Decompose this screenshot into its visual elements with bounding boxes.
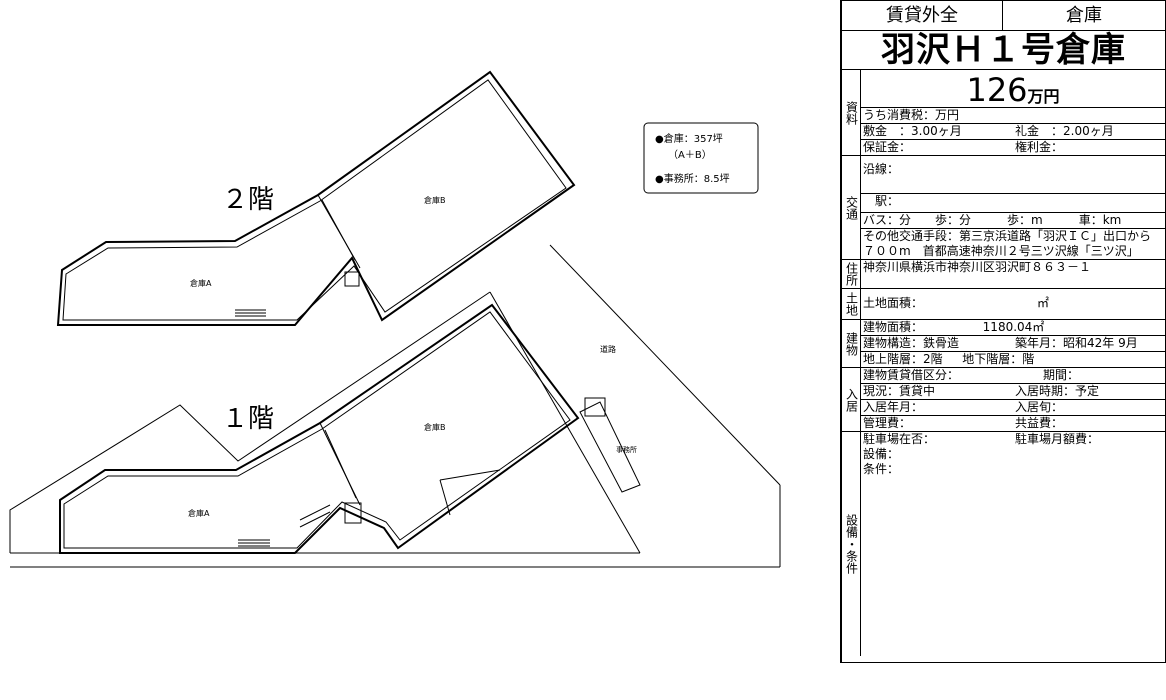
hoshokin: 保証金： — [863, 140, 912, 154]
floors-below: 地下階層：階 — [962, 352, 1035, 366]
property-name: 羽沢Ｈ１号倉庫 — [842, 31, 1165, 70]
price-amount: 126 — [966, 71, 1028, 108]
traffic-section: 交通 沿線： 駅： バス：分 歩：分 歩：m 車：km その他交通手段：第三京浜… — [842, 156, 1165, 260]
status-row: 現況：賃貸中 入居時期：予定 — [861, 384, 1165, 400]
price-row: 126 万円 — [861, 70, 1165, 108]
land-section-label: 土地 — [842, 289, 861, 319]
lease-row: 建物賃貸借区分： 期間： — [861, 368, 1165, 384]
structure: 建物構造：鉄骨造 — [863, 336, 960, 350]
price-section-label: 資料 — [842, 70, 861, 155]
bus-row: バス：分 歩：分 歩：m 車：km — [861, 213, 1165, 229]
parking-row: 駐車場在否： 駐車場月額費： — [863, 432, 1163, 447]
station-row: 駅： — [861, 194, 1165, 213]
legend-office: ●事務所：8.5坪 — [655, 172, 730, 185]
tax-row: うち消費税：万円 — [861, 108, 1165, 124]
common-fee: 共益費： — [1015, 416, 1064, 430]
lease-period: 期間： — [1043, 368, 1080, 382]
reikin: 礼金 ：2.00ヶ月 — [1015, 124, 1114, 138]
equipment: 設備： — [863, 447, 900, 461]
line-row: 沿線： — [861, 156, 1165, 194]
warehouse-a-1f: 倉庫A — [188, 508, 210, 518]
floor2-label: ２階 — [222, 185, 274, 215]
conditions: 条件： — [863, 462, 900, 476]
management-fee: 管理費： — [863, 416, 912, 430]
floor2-outline — [56, 70, 576, 326]
land-area: 土地面積： ㎡ — [863, 296, 1050, 310]
sheet-header: 賃貸外全 倉庫 — [842, 0, 1165, 31]
move-in-timing: 入居時期：予定 — [1015, 384, 1100, 398]
traffic-section-label: 交通 — [842, 156, 861, 259]
facilities-section-label: 設備・条件 — [842, 432, 861, 656]
floor1-label: １階 — [222, 404, 274, 434]
legend-warehouse: ●倉庫：357坪 — [655, 132, 723, 145]
building-area-label: 建物面積： — [863, 320, 924, 334]
legend-box — [643, 122, 759, 194]
other-transport-1: その他交通手段：第三京浜道路「羽沢ＩＣ」出口から — [863, 229, 1152, 243]
parking-fee: 駐車場月額費： — [1015, 432, 1100, 446]
warehouse-b-2f: 倉庫B — [424, 195, 446, 205]
address-value: 神奈川県横浜市神奈川区羽沢町８６３－１ — [863, 260, 1092, 274]
property-sheet: 賃貸外全 倉庫 羽沢Ｈ１号倉庫 資料 126 万円 うち消費税：万円 敷金 ：3… — [840, 0, 1166, 663]
land-section: 土地 土地面積： ㎡ — [842, 289, 1165, 320]
other-transport-2: ７００m 首都高速神奈川２号三ツ沢線「三ツ沢」 — [863, 244, 1139, 258]
built-date: 築年月：昭和42年 9月 — [1015, 336, 1138, 350]
price-unit: 万円 — [1027, 87, 1060, 106]
move-in-date-row: 入居年月： 入居旬： — [861, 400, 1165, 416]
address-section-label: 住所 — [842, 260, 861, 288]
move-in-section: 入居 建物賃貸借区分： 期間： 現況：賃貸中 入居時期：予定 入居年月： 入居旬… — [842, 368, 1165, 432]
type-label: 賃貸外全 — [842, 1, 1003, 30]
road-label: 道路 — [600, 344, 616, 354]
facilities-section: 設備・条件 駐車場在否： 駐車場月額費： 設備： 条件： — [842, 432, 1165, 656]
warehouse-b-1f: 倉庫B — [424, 422, 446, 432]
floors-row: 地上階層：2階 地下階層：階 — [861, 352, 1165, 367]
price-section: 資料 126 万円 うち消費税：万円 敷金 ：3.00ヶ月 礼金 ：2.00ヶ月… — [842, 70, 1165, 156]
shikikin: 敷金 ：3.00ヶ月 — [863, 124, 962, 138]
structure-row: 建物構造：鉄骨造 築年月：昭和42年 9月 — [861, 336, 1165, 352]
building-section: 建物 建物面積： 1180.04㎡ 建物構造：鉄骨造 築年月：昭和42年 9月 … — [842, 320, 1165, 368]
move-in-day: 入居旬： — [1015, 400, 1064, 414]
parking: 駐車場在否： — [863, 432, 936, 446]
warehouse-a-2f: 倉庫A — [190, 278, 212, 288]
move-in-year-month: 入居年月： — [863, 400, 924, 414]
kenrikin: 権利金： — [1015, 140, 1064, 154]
site-boundary — [9, 244, 781, 568]
category-label: 倉庫 — [1066, 5, 1102, 26]
floor-plan-drawing: ２階 １階 倉庫A 倉庫B 倉庫A 倉庫B 道路 事務所 ●倉庫：357坪 （A… — [9, 70, 781, 568]
building-area-value: 1180.04㎡ — [982, 320, 1045, 334]
building-section-label: 建物 — [842, 320, 861, 367]
deposit-row: 敷金 ：3.00ヶ月 礼金 ：2.00ヶ月 — [861, 124, 1165, 140]
lease-type: 建物賃貸借区分： — [863, 368, 960, 382]
guarantee-row: 保証金： 権利金： — [861, 140, 1165, 155]
floors-above: 地上階層：2階 — [863, 352, 943, 366]
office-label: 事務所 — [616, 445, 637, 454]
floor1-outline — [59, 303, 641, 554]
building-area-row: 建物面積： 1180.04㎡ — [861, 320, 1165, 336]
fees-row: 管理費： 共益費： — [861, 416, 1165, 431]
move-in-section-label: 入居 — [842, 368, 861, 431]
address-section: 住所 神奈川県横浜市神奈川区羽沢町８６３－１ — [842, 260, 1165, 289]
current-status: 現況：賃貸中 — [863, 384, 936, 398]
legend-warehouse-ab: （A＋B） — [668, 149, 712, 161]
